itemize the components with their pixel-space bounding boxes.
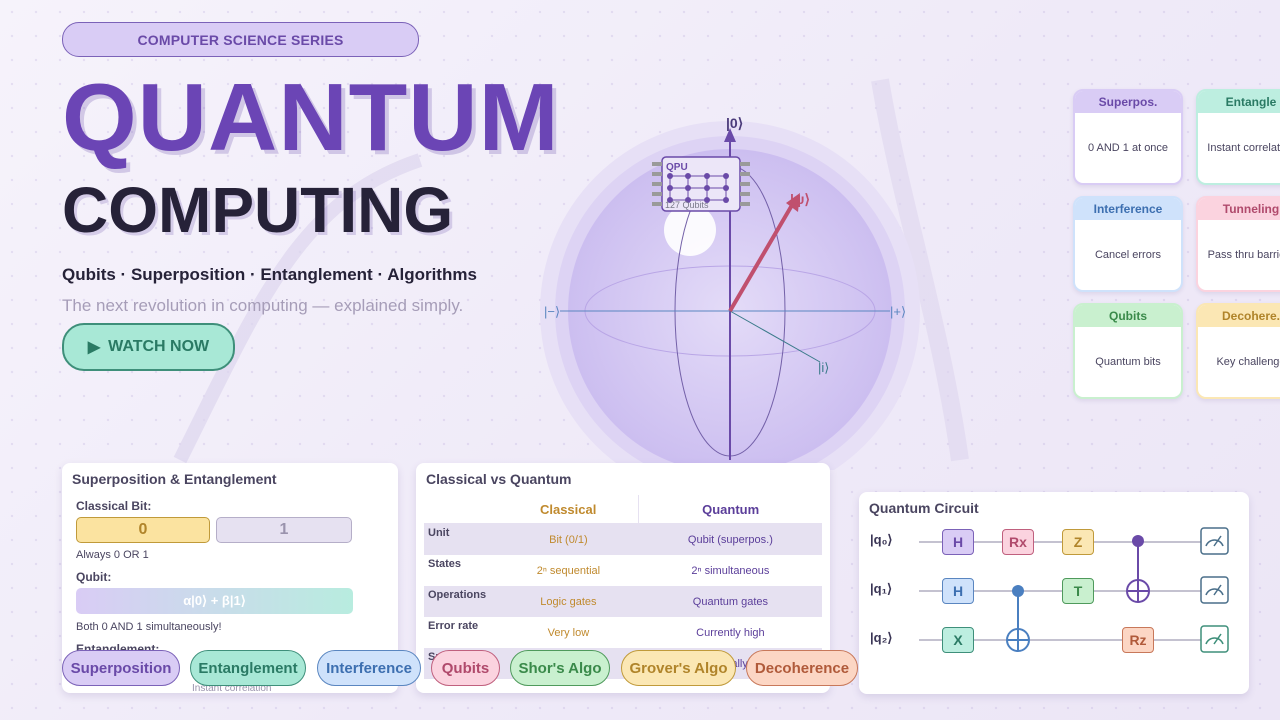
gate-x: X: [942, 627, 974, 653]
panel-title: Superposition & Entanglement: [72, 471, 277, 487]
qubit-note: Both 0 AND 1 simultaneously!: [76, 621, 222, 633]
ket-plus-label: |+⟩: [890, 304, 906, 319]
qpu-chip-icon: QPU 127 Qubits: [652, 156, 750, 212]
gate-rx: Rx: [1002, 529, 1034, 555]
card-body: 0 AND 1 at once: [1087, 142, 1169, 154]
gate-t: T: [1062, 578, 1094, 604]
watch-now-button[interactable]: ▶ WATCH NOW: [62, 323, 235, 371]
row-label: Operations: [424, 586, 498, 617]
row-quantum: 2ⁿ simultaneous: [691, 564, 770, 577]
card-title: Tunneling: [1198, 198, 1280, 220]
table-row: Error rate Very low Currently high: [424, 617, 822, 648]
table-row: Unit Bit (0/1) Qubit (superpos.): [424, 523, 822, 555]
card-qubits: Qubits Quantum bits: [1073, 303, 1183, 399]
gate-h: H: [942, 578, 974, 604]
panel-title: Quantum Circuit: [869, 500, 979, 516]
bloch-sphere: |0⟩ |−⟩ |+⟩ |i⟩ |ψ⟩ QPU 127 Qubits: [540, 115, 920, 470]
bit-zero-box: 0: [76, 517, 210, 543]
tag-superposition[interactable]: Superposition: [62, 650, 180, 686]
card-decoherence: Decohere. Key challenge: [1196, 303, 1280, 399]
circuit-wires: [919, 535, 1214, 652]
row-label: Unit: [424, 523, 498, 555]
title-computing: COMPUTING: [62, 174, 454, 246]
measure-icon: [1200, 576, 1229, 604]
qubit-0-label: |q₀⟩: [870, 532, 893, 547]
card-body: Pass thru barriers: [1207, 249, 1280, 261]
tag-qubits[interactable]: Qubits: [431, 650, 500, 686]
tag-decoherence[interactable]: Decoherence: [746, 650, 858, 686]
card-title: Superpos.: [1075, 91, 1181, 113]
qubit-formula-bar: α|0⟩ + β|1⟩: [76, 588, 353, 614]
col-classical: Classical: [498, 495, 639, 524]
table-header-row: Classical Quantum: [424, 495, 822, 524]
row-classical: Logic gates: [498, 586, 639, 617]
qubit-label: Qubit:: [76, 570, 112, 584]
tag-interference[interactable]: Interference: [317, 650, 421, 686]
play-icon: ▶: [87, 339, 101, 356]
ket-psi-label: |ψ⟩: [790, 191, 810, 207]
subtitle: Qubits · Superposition · Entanglement · …: [62, 265, 477, 284]
gate-h: H: [942, 529, 974, 555]
card-entangle: Entangle Instant correlation: [1196, 89, 1280, 185]
row-classical: Very low: [547, 626, 590, 639]
card-tunneling: Tunneling Pass thru barriers: [1196, 196, 1280, 292]
classical-note: Always 0 OR 1: [76, 549, 149, 561]
circuit-panel: Quantum Circuit |q₀⟩ |q₁⟩ |q₂⟩ H Rx Z H …: [859, 492, 1249, 694]
card-body: Key challenge: [1216, 356, 1280, 368]
tagline: The next revolution in computing — expla…: [62, 296, 464, 315]
row-label: States: [428, 558, 462, 570]
row-classical: 2ⁿ sequential: [536, 564, 601, 577]
gate-z: Z: [1062, 529, 1094, 555]
qpu-label: QPU: [666, 162, 688, 173]
qubit-2-label: |q₂⟩: [870, 630, 893, 645]
ket-zero-label: |0⟩: [726, 115, 743, 131]
panel-title: Classical vs Quantum: [426, 471, 572, 487]
title-quantum: QUANTUM: [62, 64, 560, 171]
series-pill: COMPUTER SCIENCE SERIES: [62, 22, 419, 57]
card-title: Qubits: [1075, 305, 1181, 327]
card-body: Instant correlation: [1207, 142, 1280, 154]
card-title: Decohere.: [1198, 305, 1280, 327]
qpu-caption: 127 Qubits: [665, 200, 709, 210]
card-title: Entangle: [1198, 91, 1280, 113]
watch-now-label: WATCH NOW: [108, 338, 210, 355]
card-superposition: Superpos. 0 AND 1 at once: [1073, 89, 1183, 185]
row-classical: Bit (0/1): [498, 523, 639, 555]
col-quantum: Quantum: [638, 495, 822, 524]
tag-entanglement[interactable]: Entanglement: [190, 650, 306, 686]
row-quantum: Quantum gates: [638, 586, 822, 617]
card-interference: Interference Cancel errors: [1073, 196, 1183, 292]
table-row: States 2ⁿ sequential 2ⁿ simultaneous: [424, 555, 822, 586]
tag-shors-algo[interactable]: Shor's Algo: [510, 650, 610, 686]
measure-icon: [1200, 527, 1229, 555]
card-body: Cancel errors: [1094, 249, 1162, 261]
row-quantum: Currently high: [696, 626, 765, 639]
ket-minus-label: |−⟩: [544, 304, 560, 319]
entanglement-note: Instant correlation: [192, 683, 272, 694]
card-body: Quantum bits: [1095, 356, 1161, 368]
card-title: Interference: [1075, 198, 1181, 220]
bit-one-box: 1: [216, 517, 352, 543]
ket-i-label: |i⟩: [818, 360, 829, 375]
row-label: Error rate: [428, 620, 479, 632]
tag-grovers-algo[interactable]: Grover's Algo: [621, 650, 736, 686]
measure-icon: [1200, 625, 1229, 653]
qubit-1-label: |q₁⟩: [870, 581, 893, 596]
gate-rz: Rz: [1122, 627, 1154, 653]
table-row: Operations Logic gates Quantum gates: [424, 586, 822, 617]
row-quantum: Qubit (superpos.): [638, 523, 822, 555]
classical-bit-label: Classical Bit:: [76, 499, 152, 513]
